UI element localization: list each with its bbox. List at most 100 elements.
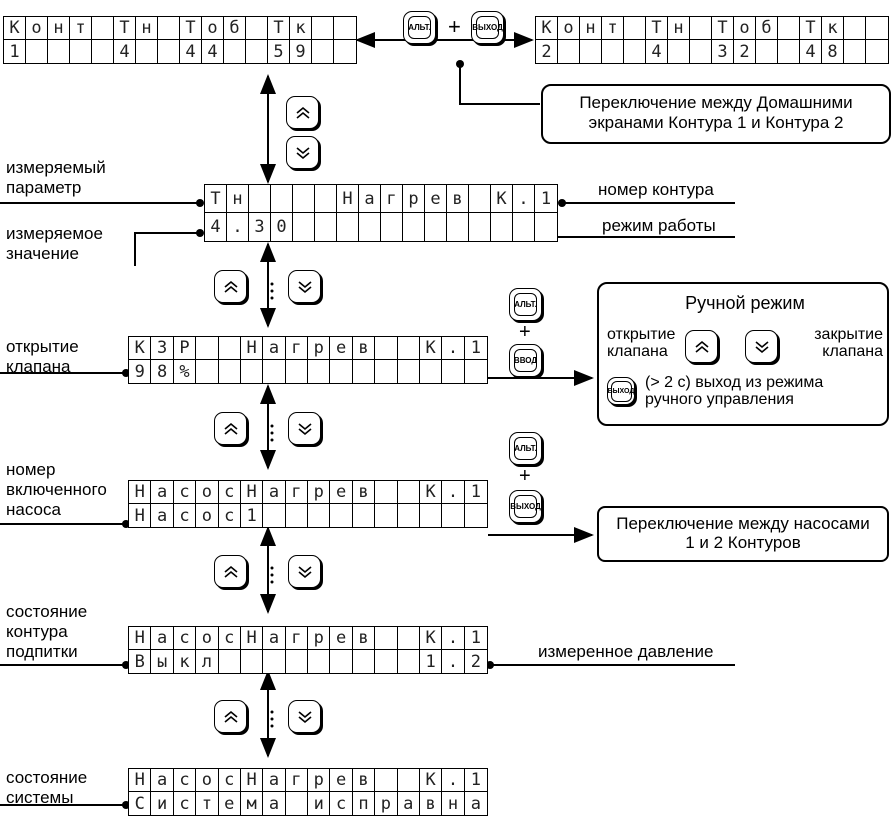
lcd-cell (844, 40, 866, 63)
lcd-cell (312, 40, 334, 63)
lcd-cell (580, 40, 602, 63)
lcd-cell: 4 (180, 40, 202, 63)
lcd-cell: 1 (464, 627, 487, 650)
lcd-cell: с (173, 481, 197, 504)
lcd-cell: З (151, 337, 174, 360)
lcd-cell (624, 40, 646, 63)
enter-key-label: ВВОД (514, 349, 537, 372)
alt-key[interactable]: АЛЬТ. (509, 432, 542, 465)
down-key[interactable] (288, 412, 321, 445)
lcd-cell (403, 213, 425, 241)
switch-home-callout: Переключение между Домашними экранами Ко… (541, 84, 891, 144)
lcd-cell: Н (240, 627, 264, 650)
lcd-cell: 4 (646, 40, 668, 63)
lcd-cell: в (352, 481, 376, 504)
enter-key[interactable]: ВВОД (509, 344, 542, 377)
lcd-cell (92, 17, 114, 40)
lcd-cell: а (151, 769, 174, 792)
lcd-cell: г (381, 185, 403, 213)
lcd-cell: г (285, 481, 308, 504)
down-key[interactable] (288, 700, 321, 733)
lcd-cell: . (227, 213, 249, 241)
up-key[interactable] (214, 412, 247, 445)
exit-key[interactable]: ВЫХОД (471, 11, 504, 44)
down-key[interactable] (288, 270, 321, 303)
lcd-cell (469, 213, 491, 241)
lcd-cell: е (330, 337, 353, 360)
lcd-cell: а (263, 769, 286, 792)
chevron-down-icon (754, 340, 769, 353)
up-key[interactable] (685, 330, 718, 363)
down-key[interactable] (286, 136, 319, 169)
alt-key[interactable]: АЛЬТ. (403, 11, 436, 44)
up-key[interactable] (214, 555, 247, 588)
lcd-cell (397, 627, 420, 650)
lcd-cell: 1 (535, 185, 557, 213)
lcd-cell: 1 (464, 337, 487, 360)
lcd-cell (844, 17, 866, 40)
chevron-down-icon (297, 710, 312, 723)
lcd-cell: а (263, 627, 286, 650)
lcd-cell (425, 213, 447, 241)
lcd-cell: а (470, 793, 481, 814)
lcd-cell (136, 40, 158, 63)
lcd-cell (92, 40, 114, 63)
up-key[interactable] (286, 96, 319, 129)
lcd-cell (158, 40, 180, 63)
down-key[interactable] (745, 330, 778, 363)
lcd-cell (308, 360, 331, 383)
lcd-cell (246, 40, 268, 63)
lcd-cell (398, 650, 420, 673)
lcd-cell: р (308, 769, 331, 792)
lcd-cell: % (174, 360, 197, 383)
exit-key[interactable]: ВЫХОД (607, 377, 635, 405)
chevron-down-icon (297, 280, 312, 293)
lcd-cell (397, 337, 420, 360)
chevron-down-icon (295, 146, 310, 159)
up-key[interactable] (214, 270, 247, 303)
lcd-cell (286, 360, 308, 383)
lcd-cell: н (442, 792, 465, 815)
lcd-cell: р (308, 481, 331, 504)
lcd-cell (359, 213, 381, 241)
lcd-cell (491, 213, 513, 241)
lcd-cell (420, 360, 443, 383)
lcd-cell (308, 650, 331, 673)
up-key[interactable] (214, 700, 247, 733)
lcd-cell (381, 213, 403, 241)
lcd-cell (353, 504, 376, 527)
active-pump-label: номер включенного насоса (6, 460, 107, 519)
lcd-cell (219, 650, 241, 673)
lcd-cell: е (330, 627, 353, 650)
lcd-cell: в (352, 769, 376, 792)
lcd-cell (375, 504, 398, 527)
lcd-cell: н (136, 17, 158, 40)
lcd-cell: к (822, 17, 844, 40)
lcd-cell (330, 650, 353, 673)
lcd-cell: н (48, 17, 70, 40)
lcd-cell: с (218, 769, 241, 792)
plus-sign: + (519, 321, 531, 343)
lcd-cell: 9 (290, 40, 312, 63)
alt-key[interactable]: АЛЬТ. (509, 288, 542, 321)
lcd-cell: К (491, 185, 513, 213)
manual-mode-title: Ручной режим (685, 293, 805, 313)
system-state-label: состояние системы (6, 768, 88, 807)
lcd-cell: 2 (536, 40, 558, 63)
lcd-cell: Н (129, 627, 152, 650)
exit-key-label: ВЫХОД (472, 16, 503, 39)
exit-key[interactable]: ВЫХОД (509, 490, 542, 523)
down-key[interactable] (288, 555, 321, 588)
lcd-cell (690, 40, 712, 63)
lcd-cell (286, 650, 308, 673)
lcd-cell (196, 337, 219, 360)
lcd-cell (756, 40, 778, 63)
lcd-cell (334, 17, 356, 40)
lcd-cell (375, 337, 398, 360)
lcd-cell: о (202, 17, 224, 40)
lcd-cell (26, 40, 48, 63)
lcd-cell (866, 40, 888, 63)
chevron-up-icon (295, 106, 310, 119)
